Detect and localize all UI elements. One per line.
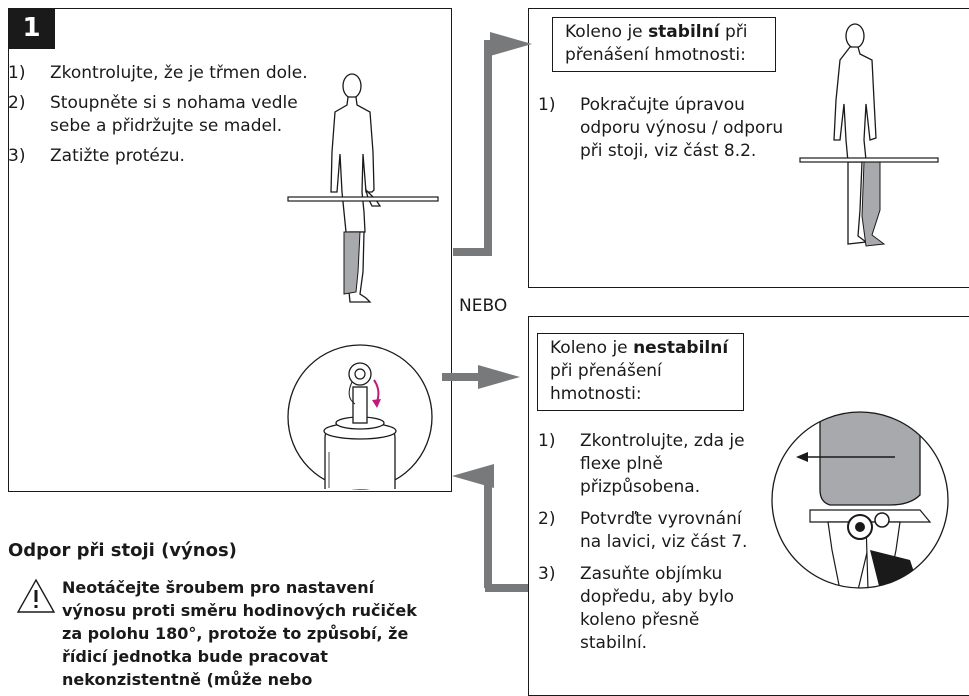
- list-item: 2)Stoupněte si s nohama vedle sebe a při…: [8, 93, 298, 136]
- list-item: 3)Zasuňte objímku dopředu, aby bylo kole…: [538, 564, 735, 653]
- arrow-back-to-step-icon: [452, 464, 494, 488]
- knob-detail-circle: [287, 344, 433, 490]
- step-1-instructions: 1)Zkontrolujte, že je třmen dole. 2)Stou…: [8, 62, 308, 175]
- warning-icon: [16, 578, 56, 613]
- list-item: 1)Pokračujte úpravou odporu výnosu / odp…: [538, 95, 784, 161]
- stable-instructions: 1)Pokračujte úpravou odporu výnosu / odp…: [538, 94, 800, 170]
- list-item: 1)Zkontrolujte, zda je flexe plně přizpů…: [538, 431, 745, 497]
- list-item: 3)Zatižte protézu.: [8, 146, 185, 166]
- arrow-to-unstable-icon: [478, 365, 520, 389]
- unstable-instructions: 1)Zkontrolujte, zda je flexe plně přizpů…: [538, 430, 748, 662]
- arrow-to-stable-icon: [490, 32, 532, 56]
- stable-person-figure: [799, 23, 939, 247]
- stable-callout: Koleno je stabilní při přenášení hmotnos…: [552, 17, 776, 72]
- unstable-callout: Koleno je nestabilní při přenášení hmotn…: [537, 333, 744, 411]
- handrail: [287, 196, 439, 202]
- or-label: NEBO: [459, 296, 508, 316]
- list-item: 2)Potvrďte vyrovnání na lavici, viz část…: [538, 509, 748, 552]
- section-title: Odpor při stoji (výnos): [8, 540, 237, 561]
- standing-person-figure: [287, 73, 439, 303]
- list-item: 1)Zkontrolujte, že je třmen dole.: [8, 63, 308, 83]
- handrail: [799, 157, 939, 163]
- prosthetic-leg: [861, 161, 886, 247]
- flow-arrows: [442, 32, 532, 592]
- step-number-badge: 1: [8, 8, 55, 49]
- warning-text: Neotáčejte šroubem pro nastavení výnosu …: [62, 578, 417, 689]
- knee-socket-detail-circle: [771, 411, 949, 589]
- prosthetic-leg: [343, 231, 361, 295]
